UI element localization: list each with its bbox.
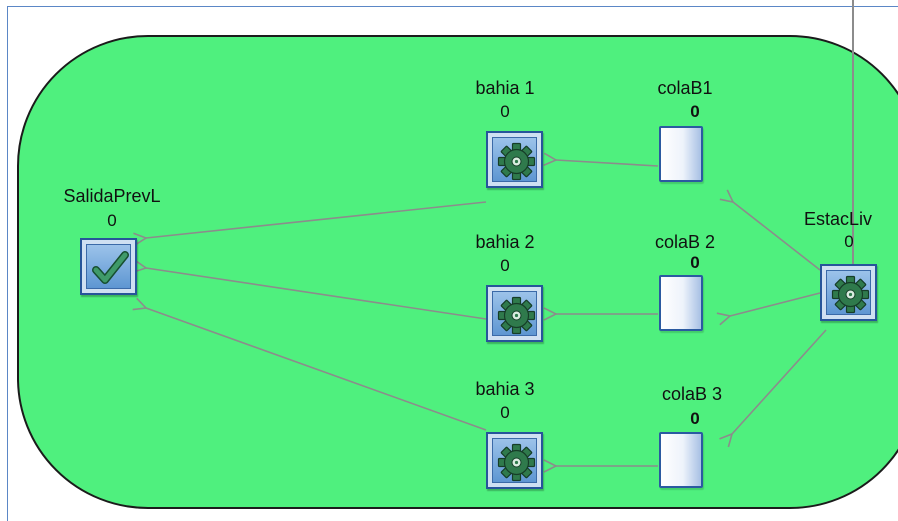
connector-estac-to-colab3 — [732, 329, 827, 434]
connector-estac-to-colab1 — [733, 202, 821, 271]
node-count-salidaprevl: 0 — [107, 211, 117, 230]
connector-bahia3-to-salida — [146, 308, 487, 431]
checkmark-icon — [92, 251, 129, 284]
node-label-bahia-2: bahia 2 — [475, 232, 535, 252]
connector-colab1-to-bahia1 — [556, 160, 659, 167]
gear-icon — [497, 296, 536, 335]
node-label-colab-2: colaB 2 — [654, 232, 716, 252]
gear-icon — [497, 142, 536, 181]
connector-bahia1-to-salida — [146, 201, 487, 238]
connector-estac-to-colab2 — [730, 292, 821, 316]
node-count-colab1: 0 — [690, 102, 700, 121]
node-bahia-2[interactable] — [486, 285, 543, 342]
node-count-bahia-2: 0 — [500, 256, 510, 275]
gear-icon — [497, 443, 536, 482]
node-count-colab-2: 0 — [690, 253, 700, 272]
node-label-bahia-3: bahia 3 — [475, 379, 535, 399]
node-salidaprevl[interactable] — [80, 238, 137, 295]
node-colab1[interactable] — [659, 126, 703, 182]
node-count-colab-3: 0 — [690, 409, 700, 428]
node-count-bahia-3: 0 — [500, 403, 510, 422]
gear-icon — [831, 275, 870, 314]
node-count-estacliv: 0 — [844, 232, 854, 251]
node-bahia-3[interactable] — [486, 432, 543, 489]
node-label-estacliv: EstacLiv — [803, 209, 873, 229]
node-label-colab-3: colaB 3 — [661, 384, 723, 404]
node-bahia-1[interactable] — [486, 131, 543, 188]
node-label-bahia-1: bahia 1 — [475, 78, 535, 98]
node-estacliv[interactable] — [820, 264, 877, 321]
node-colab-3[interactable] — [659, 432, 703, 488]
node-colab-2[interactable] — [659, 275, 703, 331]
node-label-colab1: colaB1 — [657, 78, 713, 98]
flow-region — [17, 35, 898, 509]
node-label-salidaprevl: SalidaPrevL — [63, 186, 161, 206]
node-count-bahia-1: 0 — [500, 102, 510, 121]
connector-bahia2-to-salida — [146, 268, 487, 320]
